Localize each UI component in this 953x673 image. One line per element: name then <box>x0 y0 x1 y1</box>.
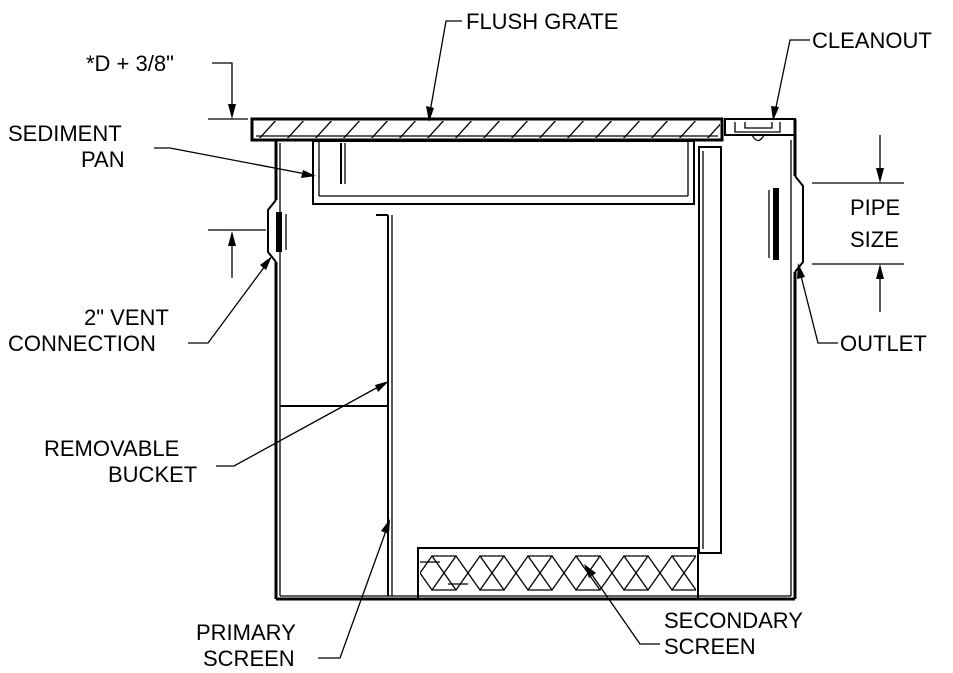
sediment-pan <box>312 140 695 205</box>
flush-grate <box>250 117 724 142</box>
vent-connection <box>267 199 287 263</box>
label-vent-line2: CONNECTION <box>8 331 156 356</box>
grate-hatching <box>258 121 720 138</box>
label-sediment-line1: SEDIMENT <box>8 121 122 146</box>
dimension-d <box>208 62 266 278</box>
label-sediment-line2: PAN <box>81 147 125 172</box>
outlet-connection <box>768 175 804 273</box>
label-dim-d: *D + 3/8" <box>86 51 174 76</box>
label-primary-line2: SCREEN <box>203 646 295 671</box>
leader-lines <box>154 20 838 659</box>
label-bucket-line1: REMOVABLE <box>44 436 179 461</box>
label-cleanout: CLEANOUT <box>812 28 932 53</box>
label-flush-grate: FLUSH GRATE <box>466 9 618 34</box>
screen-mesh <box>420 555 696 591</box>
tank-body <box>274 119 797 601</box>
label-primary-line1: PRIMARY <box>196 620 296 645</box>
label-secondary-line1: SECONDARY <box>664 608 803 633</box>
cleanout-fitting <box>724 118 796 142</box>
secondary-screen <box>417 547 699 600</box>
dimension-pipe-size <box>812 135 904 312</box>
label-pipe-line1: PIPE <box>850 195 900 220</box>
label-vent-line1: 2" VENT <box>84 305 169 330</box>
baffle-plate <box>698 146 722 554</box>
label-pipe-line2: SIZE <box>850 227 899 252</box>
label-bucket-line2: BUCKET <box>108 462 197 487</box>
label-secondary-line2: SCREEN <box>664 634 756 659</box>
labels: FLUSH GRATE CLEANOUT *D + 3/8" SEDIMENT … <box>8 9 932 671</box>
label-outlet: OUTLET <box>840 331 927 356</box>
